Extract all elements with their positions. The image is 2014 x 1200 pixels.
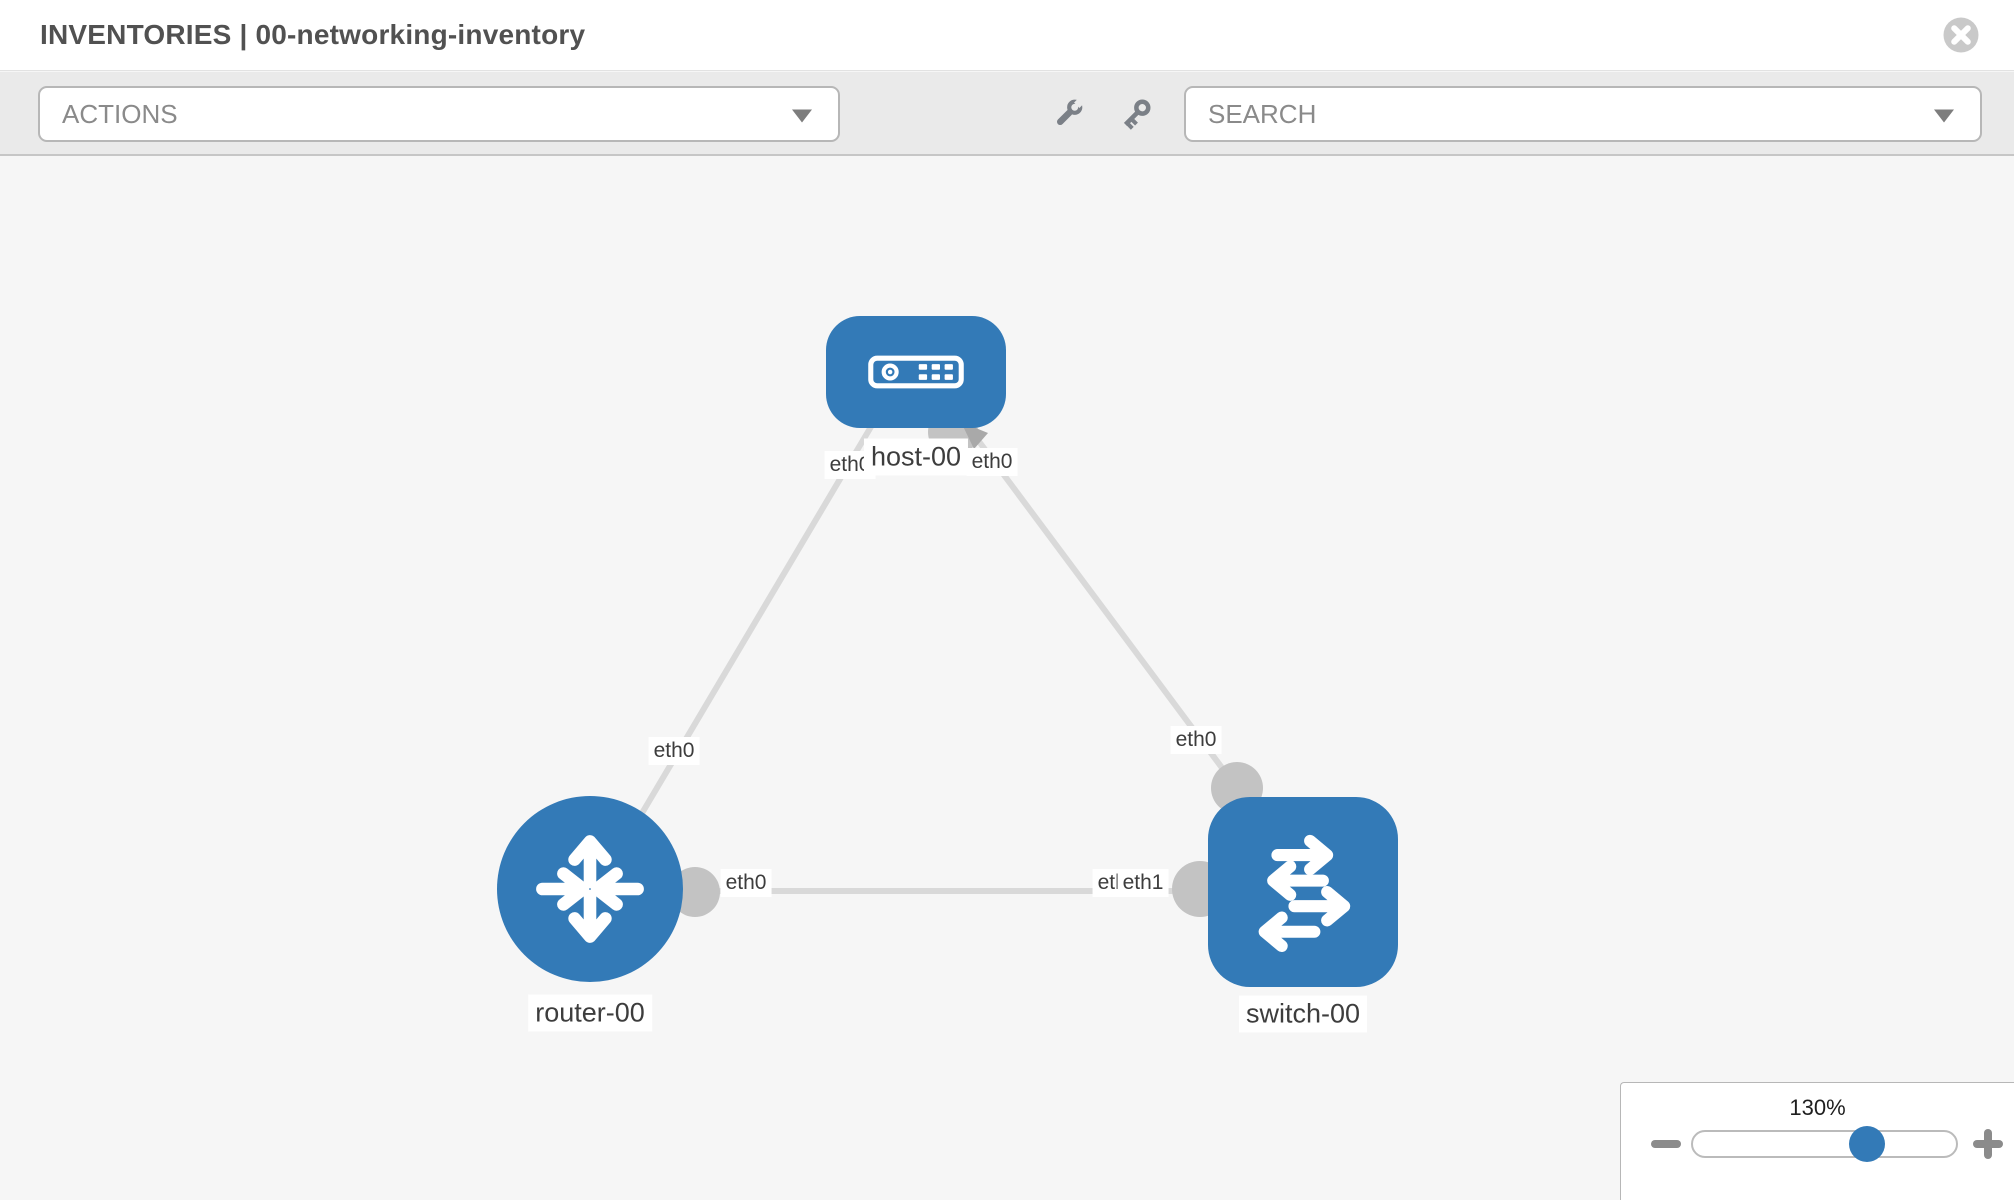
if-label-router-switch-router: eth0 bbox=[720, 869, 772, 897]
wrench-icon[interactable] bbox=[1049, 95, 1087, 133]
toolbar: ACTIONS SEARCH bbox=[0, 72, 2014, 156]
circle-x-icon bbox=[1943, 17, 1979, 53]
if-label-host-switch-host: eth0 bbox=[966, 448, 1018, 476]
search-dropdown-label: SEARCH bbox=[1208, 98, 1317, 129]
minus-icon[interactable] bbox=[1651, 1140, 1681, 1148]
page-title: INVENTORIES | 00-networking-inventory bbox=[40, 19, 586, 50]
topology-canvas[interactable]: host-00 router-00 switch-00 eth0 eth0 et… bbox=[0, 156, 2014, 1200]
chevron-down-icon bbox=[792, 109, 812, 123]
key-icon[interactable] bbox=[1117, 95, 1155, 133]
switch-icon bbox=[1258, 834, 1351, 952]
actions-dropdown-label: ACTIONS bbox=[62, 98, 178, 129]
links-layer bbox=[632, 407, 1263, 917]
link-arrowhead bbox=[961, 422, 988, 449]
zoom-slider-handle[interactable] bbox=[1849, 1126, 1885, 1162]
node-switch-00[interactable] bbox=[1208, 797, 1398, 987]
close-button[interactable] bbox=[1942, 16, 1980, 54]
host-icon bbox=[868, 355, 964, 389]
node-router-00[interactable] bbox=[497, 796, 683, 982]
search-dropdown[interactable]: SEARCH bbox=[1184, 86, 1982, 142]
node-host-00[interactable] bbox=[826, 316, 1006, 428]
zoom-panel: 130% bbox=[1620, 1082, 2014, 1200]
plus-icon[interactable] bbox=[1973, 1129, 2003, 1159]
router-icon bbox=[536, 835, 644, 943]
zoom-level: 130% bbox=[1789, 1095, 1846, 1120]
if-label-host-switch-switch: eth0 bbox=[1170, 726, 1222, 754]
actions-dropdown[interactable]: ACTIONS bbox=[38, 86, 840, 142]
zoom-slider[interactable] bbox=[1691, 1126, 1958, 1162]
chevron-down-icon bbox=[1934, 109, 1954, 123]
if-label-router-switch-switch: eth1 bbox=[1117, 869, 1169, 897]
node-label-switch: switch-00 bbox=[1238, 995, 1368, 1033]
node-label-host: host-00 bbox=[863, 438, 969, 476]
node-label-router: router-00 bbox=[528, 994, 652, 1032]
if-label-host-router-router: eth0 bbox=[648, 737, 700, 765]
header: INVENTORIES | 00-networking-inventory bbox=[0, 0, 2014, 71]
